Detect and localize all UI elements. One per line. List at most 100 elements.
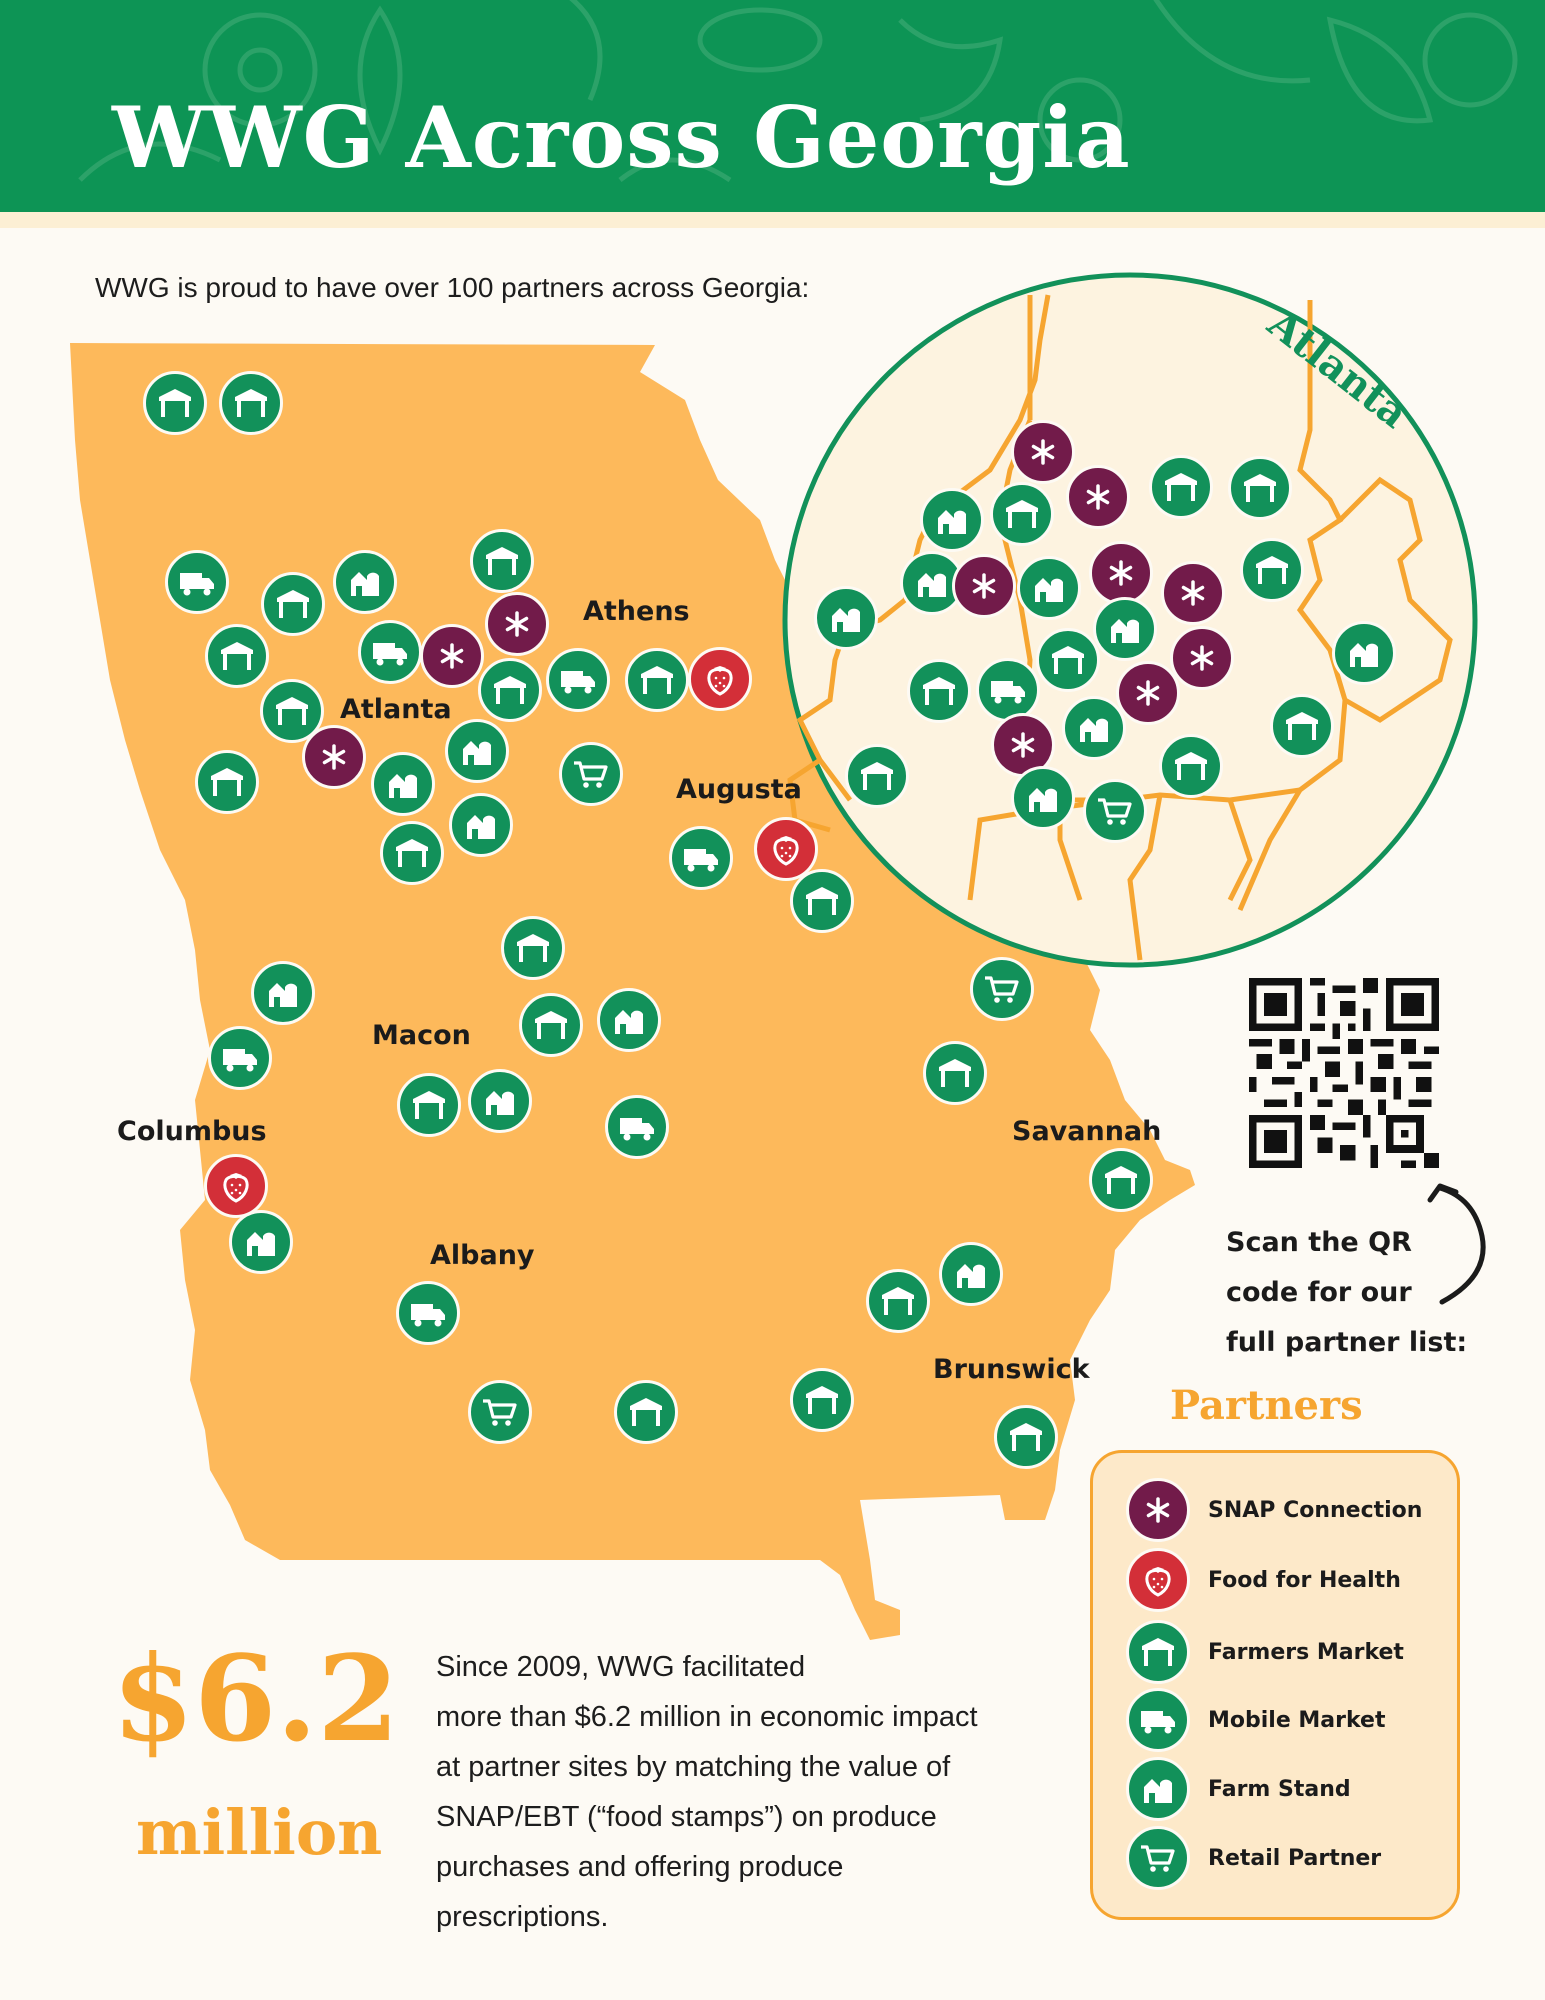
partner-marker[interactable] bbox=[485, 592, 549, 656]
partner-marker[interactable] bbox=[371, 752, 435, 816]
partner-marker[interactable] bbox=[1011, 420, 1075, 484]
intro-text: WWG is proud to have over 100 partners a… bbox=[95, 272, 810, 303]
partner-marker[interactable] bbox=[478, 658, 542, 722]
partner-marker[interactable] bbox=[205, 624, 269, 688]
partner-marker[interactable] bbox=[302, 725, 366, 789]
partner-marker[interactable] bbox=[1170, 626, 1234, 690]
partner-marker[interactable] bbox=[333, 550, 397, 614]
partner-marker[interactable] bbox=[165, 550, 229, 614]
partner-marker[interactable] bbox=[614, 1380, 678, 1444]
partner-marker[interactable] bbox=[990, 482, 1054, 546]
partner-marker[interactable] bbox=[143, 371, 207, 435]
partner-marker[interactable] bbox=[790, 1368, 854, 1432]
market-tent-icon bbox=[1101, 1160, 1141, 1200]
description-line: SNAP/EBT (“food stamps”) on produce bbox=[436, 1801, 937, 1833]
market-tent-icon bbox=[155, 383, 195, 423]
partner-marker[interactable] bbox=[1228, 456, 1292, 520]
snowflake-asterisk-icon bbox=[1003, 725, 1043, 765]
partner-marker[interactable] bbox=[920, 488, 984, 552]
partner-marker[interactable] bbox=[976, 658, 1040, 722]
strawberry-icon bbox=[1126, 1548, 1190, 1612]
partner-marker[interactable] bbox=[994, 1405, 1058, 1469]
partner-marker[interactable] bbox=[1093, 597, 1157, 661]
partner-marker[interactable] bbox=[939, 1242, 1003, 1306]
partner-marker[interactable] bbox=[688, 647, 752, 711]
partner-marker[interactable] bbox=[397, 1073, 461, 1137]
partner-marker[interactable] bbox=[1161, 561, 1225, 625]
market-tent-icon bbox=[231, 383, 271, 423]
partner-marker[interactable] bbox=[1011, 766, 1075, 830]
impact-stat-unit: million bbox=[136, 1796, 383, 1869]
snowflake-asterisk-icon bbox=[1173, 573, 1213, 613]
partner-marker[interactable] bbox=[1089, 1148, 1153, 1212]
partner-marker[interactable] bbox=[260, 679, 324, 743]
barn-icon bbox=[241, 1222, 281, 1262]
market-tent-icon bbox=[272, 691, 312, 731]
partner-marker[interactable] bbox=[1017, 556, 1081, 620]
truck-icon bbox=[408, 1293, 448, 1333]
barn-icon bbox=[912, 563, 952, 603]
partner-marker[interactable] bbox=[559, 742, 623, 806]
partner-marker[interactable] bbox=[445, 719, 509, 783]
partner-marker[interactable] bbox=[468, 1069, 532, 1133]
snowflake-asterisk-icon bbox=[1182, 638, 1222, 678]
partner-marker[interactable] bbox=[1062, 696, 1126, 760]
partner-marker[interactable] bbox=[519, 993, 583, 1057]
partner-marker[interactable] bbox=[449, 793, 513, 857]
partner-marker[interactable] bbox=[1149, 455, 1213, 519]
strawberry-icon bbox=[766, 829, 806, 869]
partner-marker[interactable] bbox=[754, 817, 818, 881]
partner-marker[interactable] bbox=[597, 988, 661, 1052]
barn-icon bbox=[457, 731, 497, 771]
partner-marker[interactable] bbox=[204, 1154, 268, 1218]
partner-marker[interactable] bbox=[845, 744, 909, 808]
partner-marker[interactable] bbox=[669, 826, 733, 890]
partner-marker[interactable] bbox=[923, 1041, 987, 1105]
description-line: prescriptions. bbox=[436, 1901, 609, 1933]
partner-marker[interactable] bbox=[380, 821, 444, 885]
qr-code[interactable] bbox=[1246, 978, 1442, 1168]
partner-marker[interactable] bbox=[468, 1380, 532, 1444]
description-line: at partner sites by matching the value o… bbox=[436, 1751, 951, 1783]
partner-marker[interactable] bbox=[1083, 779, 1147, 843]
truck-icon bbox=[1126, 1688, 1190, 1752]
strawberry-icon bbox=[700, 659, 740, 699]
partner-marker[interactable] bbox=[546, 648, 610, 712]
partner-marker[interactable] bbox=[625, 648, 689, 712]
market-tent-icon bbox=[1161, 467, 1201, 507]
partner-marker[interactable] bbox=[1066, 465, 1130, 529]
partner-marker[interactable] bbox=[970, 957, 1034, 1021]
partner-marker[interactable] bbox=[195, 750, 259, 814]
partner-marker[interactable] bbox=[1159, 734, 1223, 798]
curved-arrow-icon bbox=[1427, 1183, 1486, 1305]
partner-marker[interactable] bbox=[219, 371, 283, 435]
partner-marker[interactable] bbox=[1270, 694, 1334, 758]
partner-marker[interactable] bbox=[251, 961, 315, 1025]
partner-marker[interactable] bbox=[470, 529, 534, 593]
barn-icon bbox=[461, 805, 501, 845]
snowflake-asterisk-icon bbox=[1128, 673, 1168, 713]
partner-marker[interactable] bbox=[229, 1210, 293, 1274]
partner-marker[interactable] bbox=[358, 620, 422, 684]
partner-marker[interactable] bbox=[1036, 628, 1100, 692]
partner-marker[interactable] bbox=[866, 1269, 930, 1333]
partner-marker[interactable] bbox=[814, 586, 878, 650]
partner-marker[interactable] bbox=[501, 916, 565, 980]
partner-marker[interactable] bbox=[790, 869, 854, 933]
market-tent-icon bbox=[207, 762, 247, 802]
partner-marker[interactable] bbox=[952, 554, 1016, 618]
partner-marker[interactable] bbox=[1116, 661, 1180, 725]
partner-marker[interactable] bbox=[1089, 541, 1153, 605]
partner-marker[interactable] bbox=[907, 659, 971, 723]
partner-marker[interactable] bbox=[261, 572, 325, 636]
partner-marker[interactable] bbox=[396, 1281, 460, 1345]
partner-marker[interactable] bbox=[1240, 538, 1304, 602]
partner-marker[interactable] bbox=[420, 624, 484, 688]
shopping-cart-icon bbox=[571, 754, 611, 794]
partner-marker[interactable] bbox=[605, 1095, 669, 1159]
partner-marker[interactable] bbox=[208, 1026, 272, 1090]
market-tent-icon bbox=[1252, 550, 1292, 590]
qr-instructions: Scan the QR code for our full partner li… bbox=[1226, 1218, 1467, 1368]
partner-marker[interactable] bbox=[1332, 621, 1396, 685]
barn-icon bbox=[1074, 708, 1114, 748]
